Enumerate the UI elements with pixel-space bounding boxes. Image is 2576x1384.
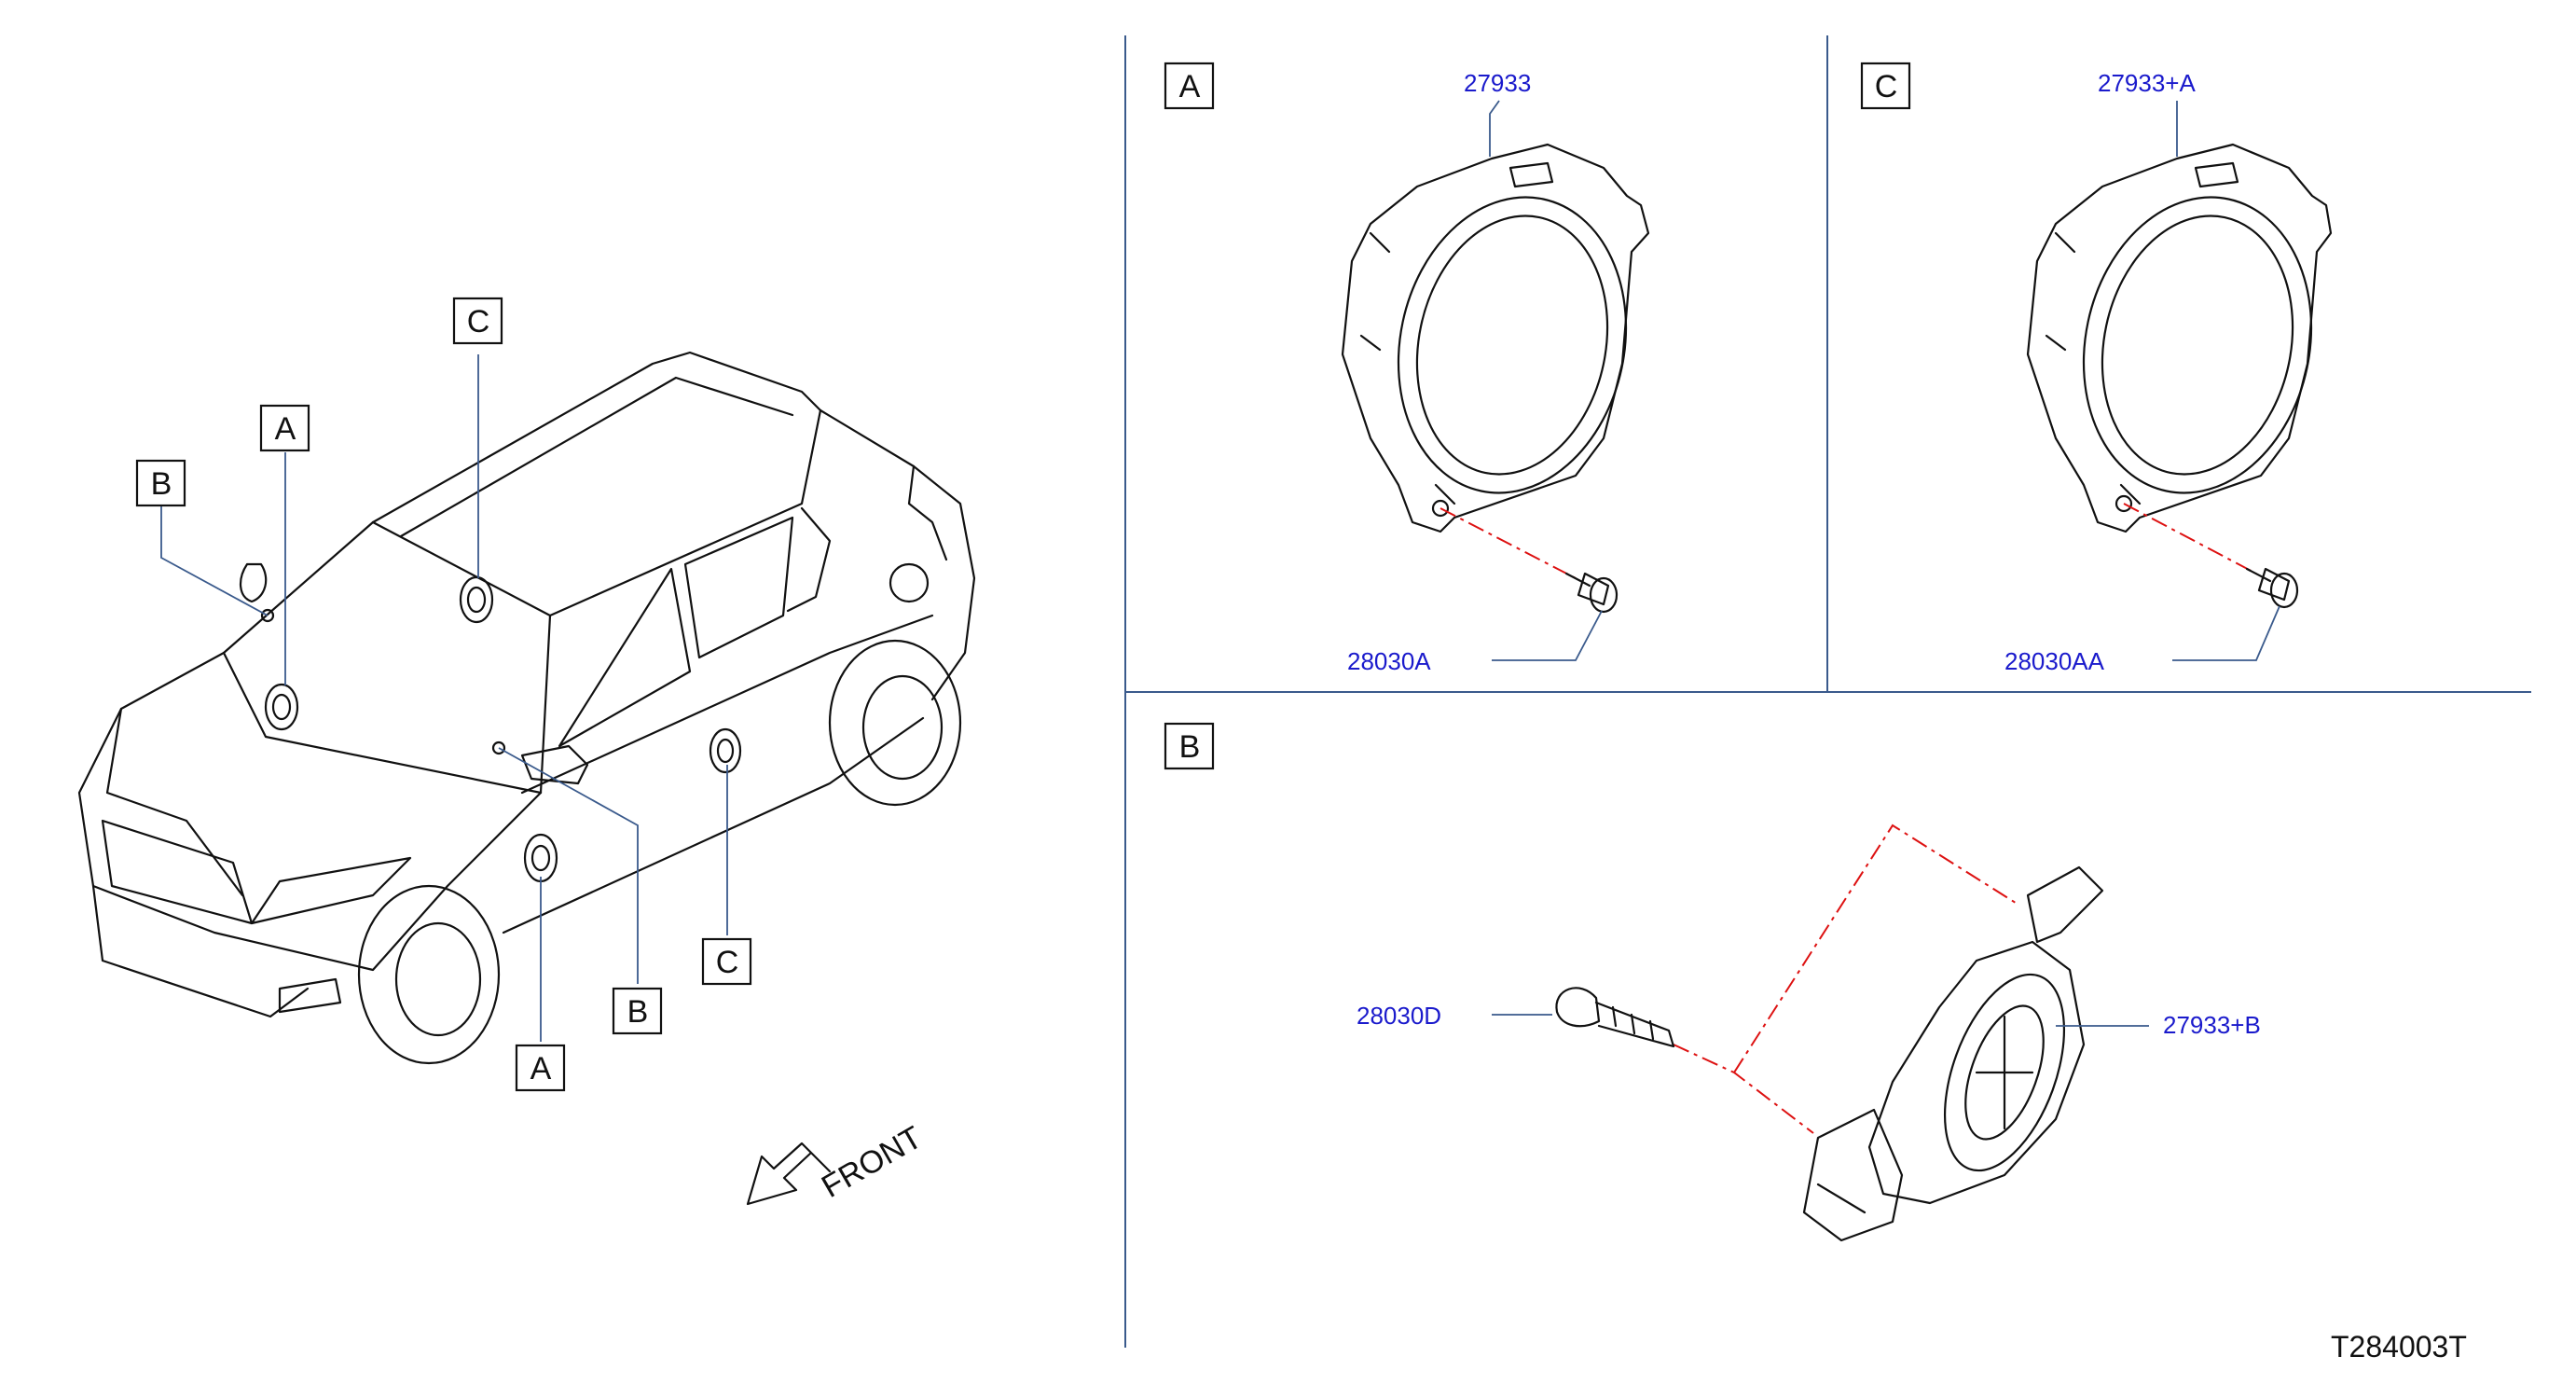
- callout-b-top: B: [151, 466, 172, 502]
- part-b-tweeter: 27933+B: [2163, 1011, 2261, 1039]
- diagram-code: T284003T: [2331, 1330, 2467, 1363]
- part-b-screw: 28030D: [1357, 1002, 1441, 1030]
- assembly-line-a: [1440, 507, 1577, 579]
- front-label: FRONT: [816, 1119, 928, 1204]
- panel-a-label: A: [1179, 69, 1201, 104]
- leader-b-top: [160, 499, 269, 616]
- tweeter-b: [1802, 865, 2104, 1242]
- assembly-frame-b: [1733, 823, 2019, 1073]
- car-illustration: [77, 351, 976, 1065]
- part-a-speaker: 27933: [1464, 69, 1531, 97]
- assembly-line-b: [1673, 1044, 1814, 1134]
- part-a-screw: 28030A: [1347, 647, 1431, 675]
- part-c-screw: 28030AA: [2004, 647, 2105, 675]
- callout-b-bottom: B: [627, 994, 649, 1030]
- panel-c-label: C: [1875, 69, 1898, 104]
- leader-c-screw: [2172, 605, 2280, 661]
- screw-a-icon: [1564, 572, 1619, 614]
- screw-b-icon: [1555, 987, 1675, 1048]
- callout-c-bottom: C: [716, 945, 739, 980]
- speaker-marker-c: [459, 575, 494, 624]
- speaker-bracket-c: [2026, 143, 2333, 533]
- leader-a-speaker: [1489, 100, 1500, 157]
- part-c-speaker: 27933+A: [2098, 69, 2196, 97]
- leader-b-bottom: [498, 747, 639, 984]
- panel-b-label: B: [1179, 729, 1201, 765]
- tweeter-marker-b: [260, 608, 506, 755]
- callout-a-bottom: A: [530, 1051, 552, 1086]
- screw-c-icon: [2245, 567, 2299, 609]
- speaker-marker-c-door: [709, 727, 742, 774]
- assembly-line-c: [2123, 503, 2257, 574]
- speaker-bracket-a: [1341, 143, 1650, 533]
- leader-a-screw: [1492, 610, 1603, 661]
- front-arrow-icon: [746, 1142, 832, 1206]
- callout-a-top: A: [275, 411, 296, 447]
- speaker-marker-a-front: [264, 683, 299, 731]
- speaker-marker-a-door: [523, 833, 558, 883]
- callout-c-top: C: [467, 304, 490, 339]
